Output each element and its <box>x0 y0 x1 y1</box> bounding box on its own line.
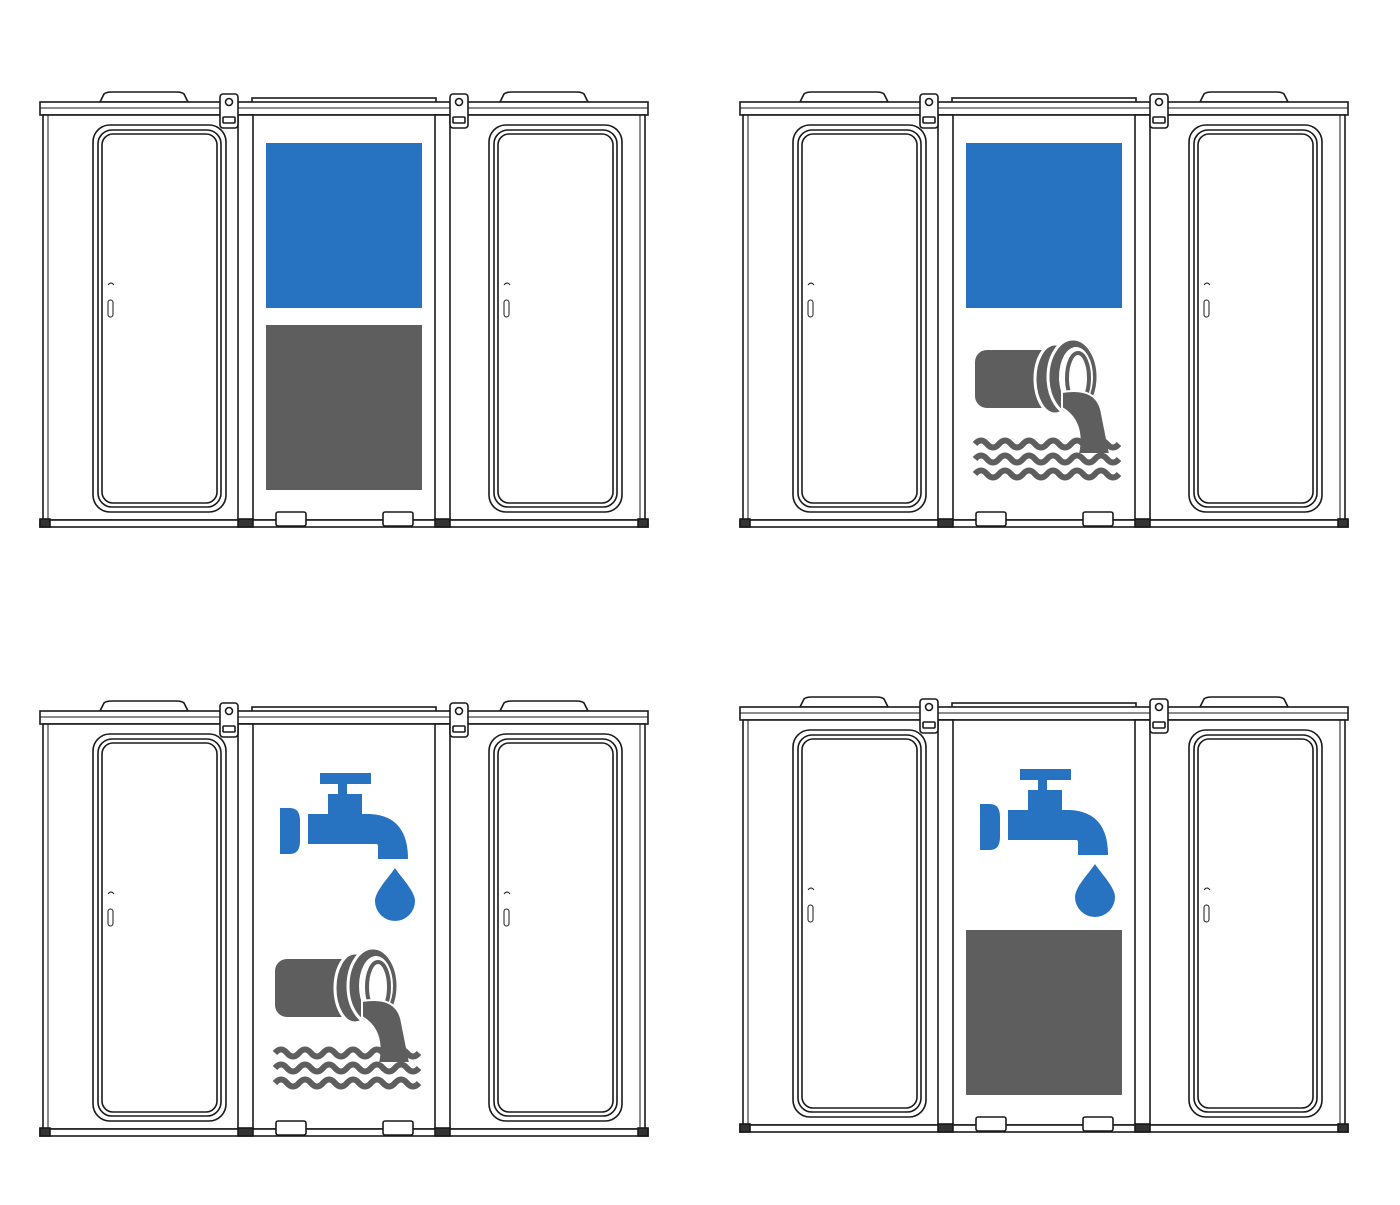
toilet-unit-top-left <box>40 92 648 527</box>
water-wave <box>272 1061 422 1075</box>
water-wave <box>972 452 1122 466</box>
water-faucet-icon <box>280 773 415 921</box>
toilet-unit-bottom-right <box>740 697 1348 1132</box>
waste-water-tank-block <box>966 930 1122 1095</box>
water-wave <box>972 467 1122 481</box>
waste-pipe-icon <box>972 337 1122 481</box>
waste-water-tank-block <box>266 325 422 490</box>
toilet-unit-bottom-left <box>40 701 648 1136</box>
toilet-unit-top-right <box>740 92 1348 527</box>
water-wave <box>272 1046 422 1060</box>
clean-water-tank-block <box>966 143 1122 308</box>
waste-pipe-icon <box>272 946 422 1090</box>
water-wave <box>972 437 1122 451</box>
clean-water-tank-block <box>266 143 422 308</box>
water-faucet-icon <box>980 769 1115 917</box>
water-wave <box>272 1076 422 1090</box>
